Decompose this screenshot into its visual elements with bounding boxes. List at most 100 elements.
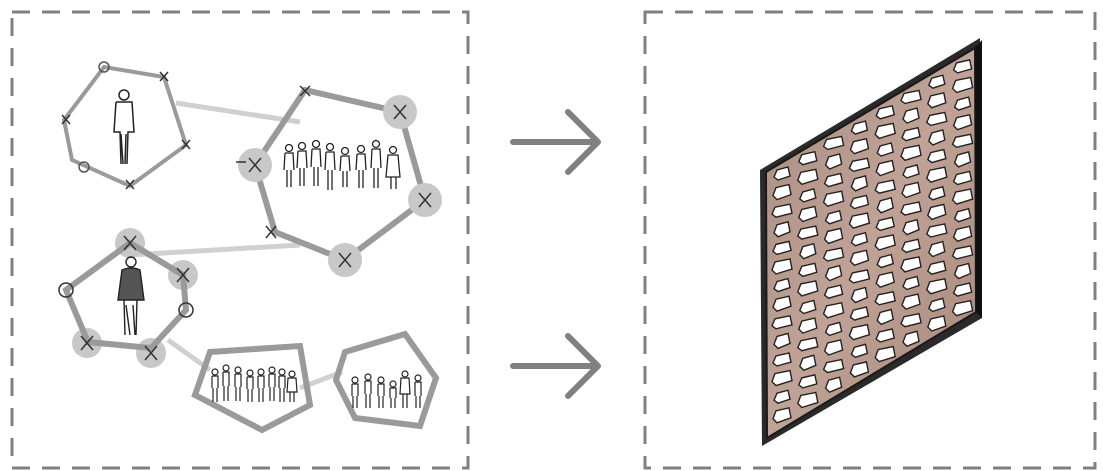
single-person-icon [117, 256, 145, 336]
panel-cutout [900, 89, 922, 105]
panel-cutout [874, 234, 897, 251]
panel-cutout [773, 389, 791, 404]
panel-cutout [927, 185, 946, 201]
panel-cutout [902, 164, 920, 179]
perforated-facade-panel [760, 38, 982, 446]
panel-cutout [926, 148, 947, 164]
panel-cutout [925, 166, 948, 183]
panel-cutout [875, 216, 896, 232]
panel-cutout [823, 172, 844, 188]
panel-cutout [771, 203, 793, 218]
panel-cutout [900, 312, 922, 328]
single-person-icon [113, 89, 135, 165]
left-frame [10, 10, 470, 470]
panel-cutout [772, 240, 792, 256]
panel-cutout [849, 137, 870, 155]
panel-cutout [951, 188, 974, 205]
panel-cutout [901, 126, 921, 142]
panel-cutout [773, 166, 791, 181]
panel-cutout [876, 308, 894, 326]
right-arrow-icon [510, 109, 601, 175]
group-single-person-top [61, 61, 191, 190]
panel-cutout [849, 194, 870, 210]
panel-cutout [876, 196, 894, 214]
panel-cutout [771, 369, 793, 387]
panel-cutout [798, 299, 817, 315]
panel-cutout [952, 113, 973, 131]
panel-cutout [953, 96, 972, 111]
panel-cutout [874, 179, 897, 194]
panel-cutout [772, 295, 792, 313]
panel-cutout [901, 181, 921, 199]
panel-cutout [875, 328, 896, 343]
panel-cutout [824, 376, 843, 394]
panel-cutout [848, 323, 871, 341]
panel-cutout [874, 290, 897, 306]
panel-cutout [797, 374, 818, 389]
panel-cutout [796, 336, 819, 352]
group-crowd-bottom-right [332, 330, 440, 430]
panel-cutout [952, 225, 973, 243]
panel-cutout [823, 339, 844, 356]
panel-cutout [952, 59, 973, 74]
panel-cutout [771, 314, 793, 330]
panel-cutout [848, 157, 871, 173]
panel-cutout [927, 297, 946, 313]
panel-cutout [772, 406, 792, 424]
panel-cutout [925, 277, 948, 295]
panel-cutout [848, 269, 871, 284]
panel-cutout [771, 258, 793, 275]
panel-cutout [796, 225, 819, 240]
panel-cutout [951, 133, 974, 149]
panel-cutout [901, 293, 921, 310]
panel-cutout [773, 277, 791, 293]
panel-cutout [875, 104, 896, 120]
group-crowd-bottom-middle [191, 342, 314, 434]
panel-cutout [797, 262, 818, 278]
crowd-icon [351, 370, 422, 408]
panel-cutout [876, 253, 895, 269]
panel-cutout [876, 142, 895, 157]
panel-cutout [797, 205, 818, 223]
panel-cutout [926, 315, 947, 332]
panel-cutout [953, 207, 972, 223]
node-markers [80, 235, 190, 361]
panel-cutout [901, 238, 921, 254]
panel-cutout [926, 91, 947, 109]
group-single-person-bottom [58, 228, 198, 368]
panel-cutout [798, 354, 817, 372]
panel-cutout [822, 190, 845, 207]
panel-cutout [773, 332, 791, 350]
panel-cutout [902, 330, 920, 348]
panel-cutout [848, 212, 871, 229]
node-markers [236, 85, 432, 268]
panel-cutout [902, 275, 920, 291]
node-markers [61, 71, 191, 190]
panel-cutout [823, 284, 844, 299]
panel-cutout [875, 271, 896, 289]
panel-cutout [849, 306, 870, 321]
panel-cutouts [771, 59, 974, 424]
panel-cutout [850, 286, 869, 304]
panel-cutout [927, 74, 946, 89]
panel-cutout [951, 245, 974, 260]
panel-cutout [902, 107, 920, 124]
panel-cutout [850, 343, 869, 359]
panel-cutout [900, 201, 922, 216]
right-frame [643, 10, 1097, 470]
social-network-sketch [58, 61, 442, 434]
panel-cutout [953, 151, 972, 168]
panel-cutout [925, 223, 948, 238]
panel-cutout [796, 280, 819, 297]
panel-cutout [951, 299, 974, 317]
panel-cutout [926, 203, 947, 221]
panel-cutout [953, 262, 972, 280]
crowd-icon [211, 364, 298, 402]
panel-cutout [796, 168, 819, 186]
panel-cutout [927, 129, 946, 146]
panel-cutout [927, 240, 946, 258]
panel-cutout [849, 249, 870, 267]
panel-cutout [874, 122, 897, 140]
panel-cutout [798, 188, 817, 203]
